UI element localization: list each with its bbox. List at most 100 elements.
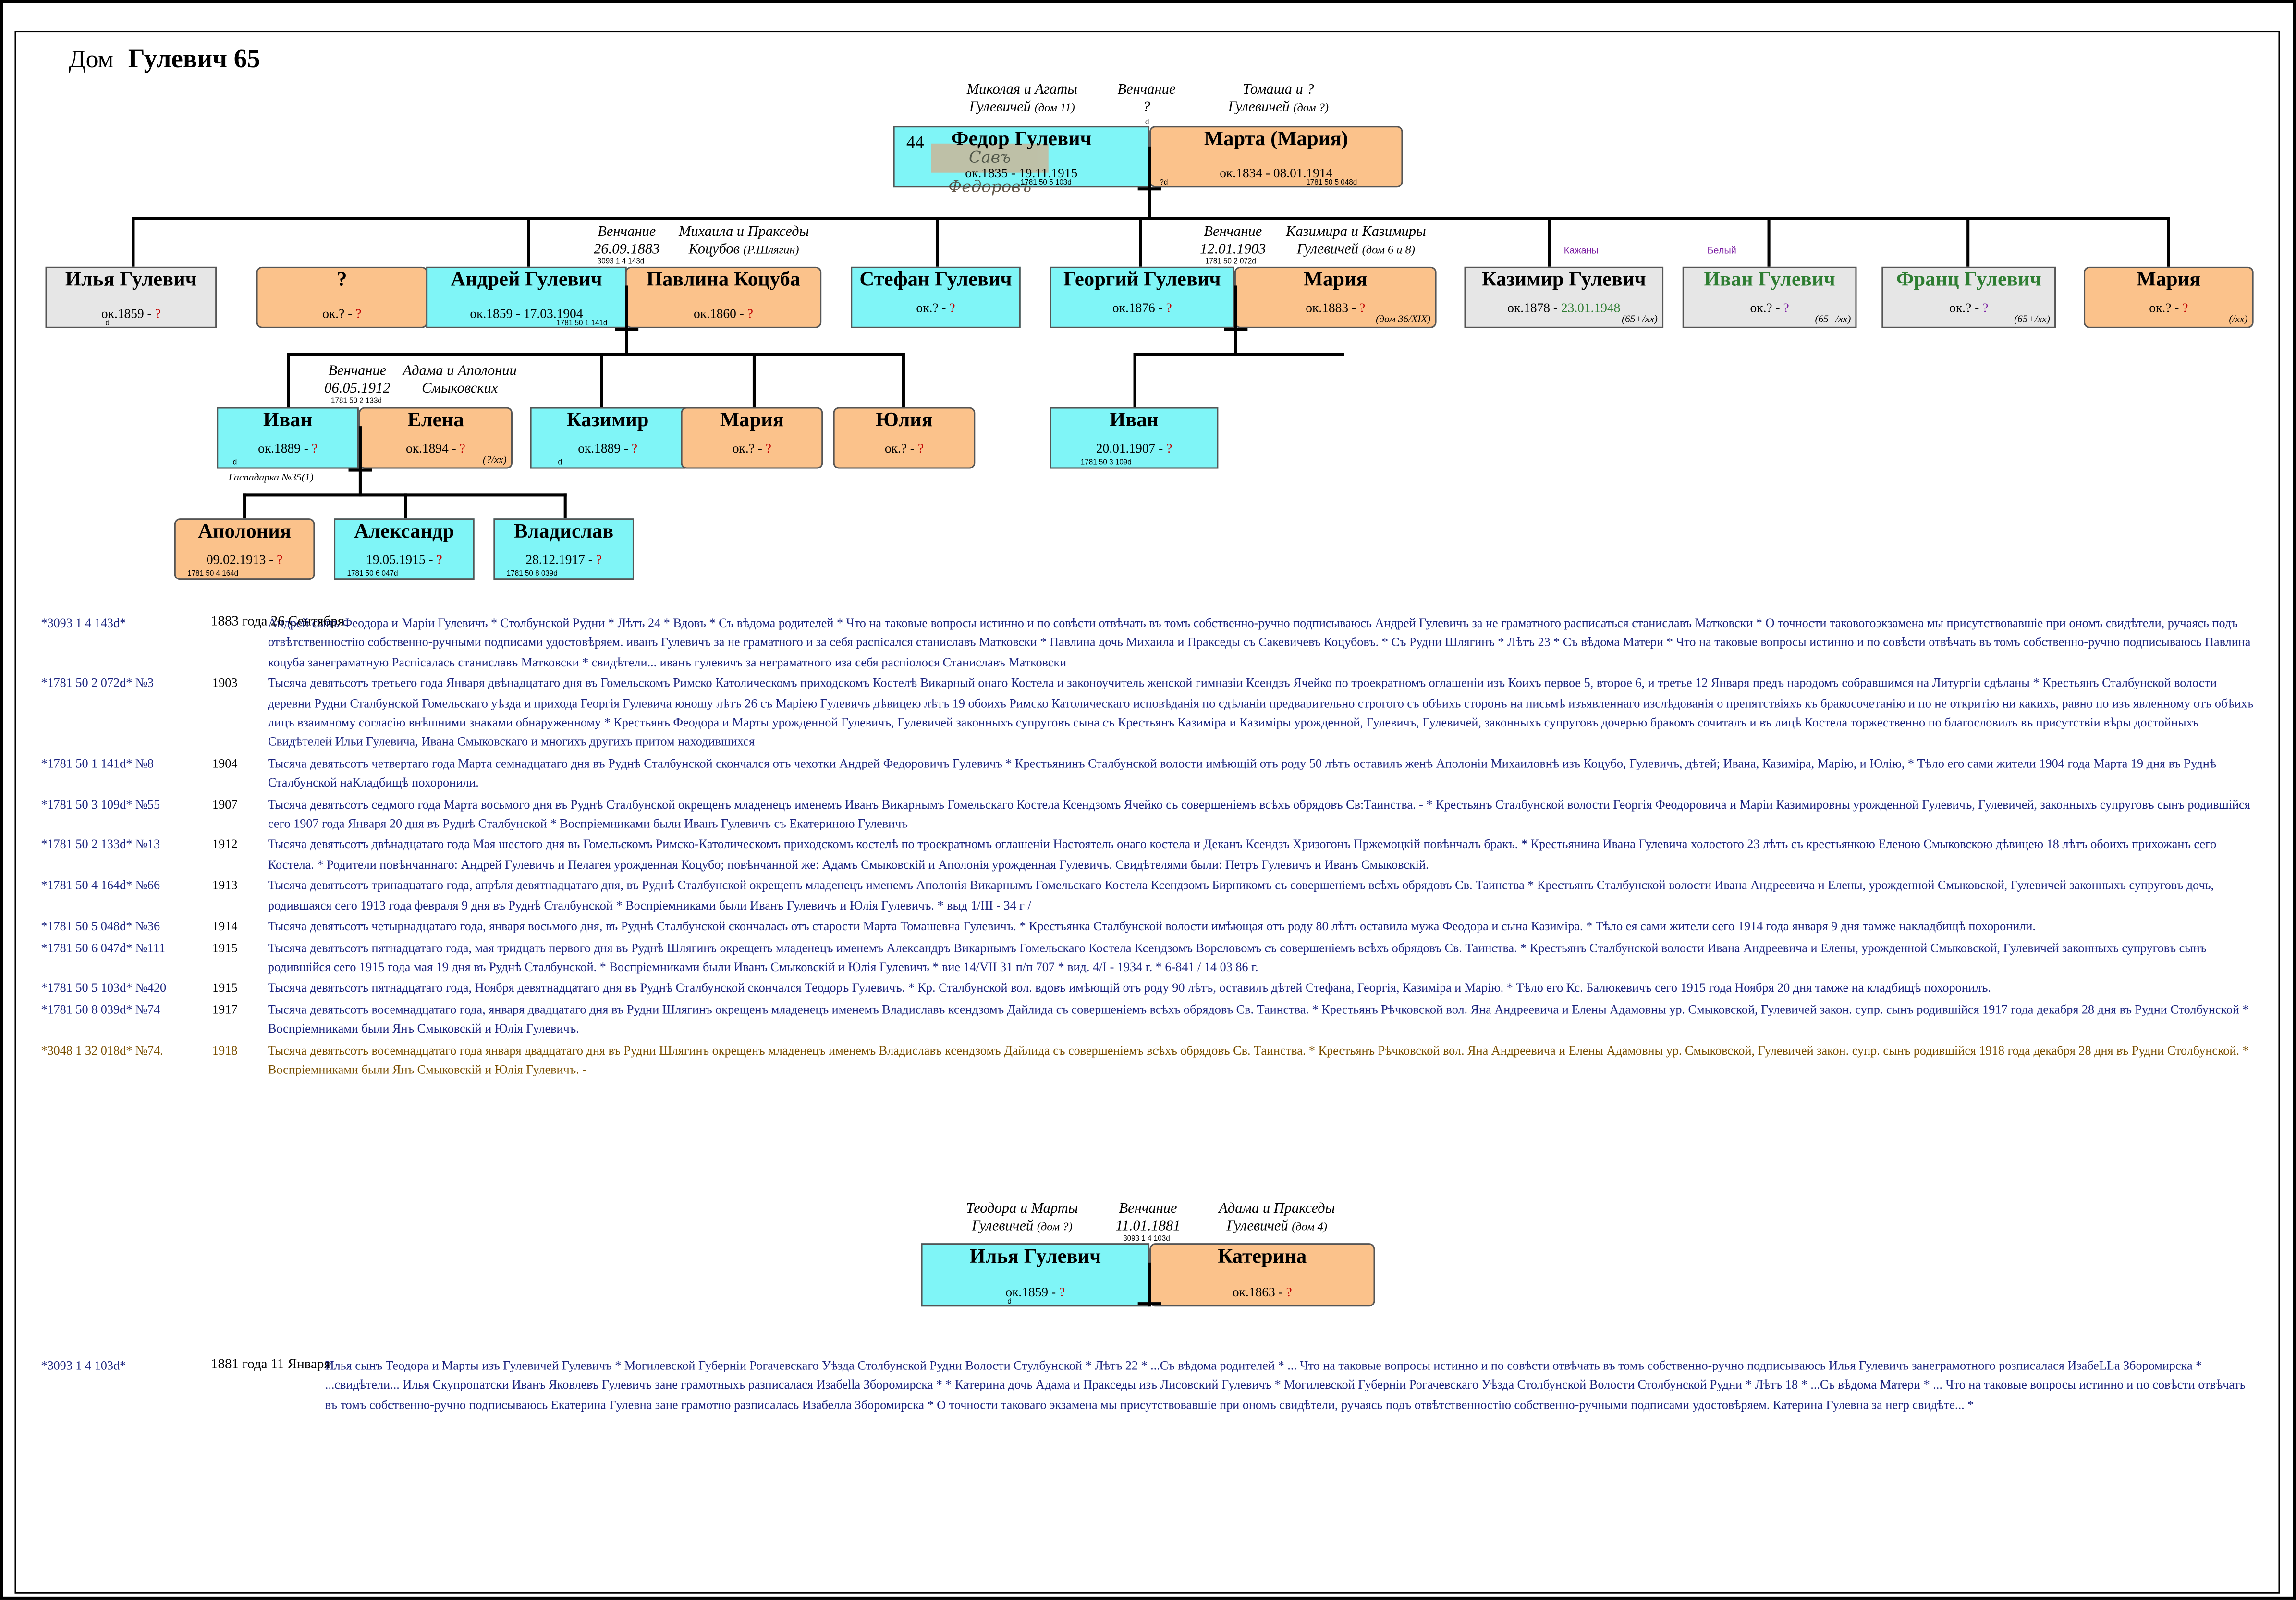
- connector: [348, 468, 372, 472]
- bottom-bride-parents-caption: Адама и Пракседы Гулевичей (дом 4): [1192, 1201, 1362, 1236]
- record-text: Тысяча девятьсотъ пятнадцатаго года, Ноя…: [268, 980, 1991, 995]
- person-dates: ок.? - ?: [683, 441, 822, 455]
- bottom-wedding-caption: Венчание 11.01.1881: [1104, 1201, 1192, 1236]
- record-id: *1781 50 1 141d* №8: [41, 755, 154, 771]
- dates-end: ?: [1166, 441, 1172, 456]
- person-fedor-gulevich[interactable]: Савъ Федоровъ 44 Федор Гулевич ок.1835 -…: [893, 126, 1150, 196]
- person-marta-maria[interactable]: Марта (Мария) ок.1834 - 08.01.1914 ?d 17…: [1149, 126, 1403, 188]
- person-dates: ок.1889 - ?: [218, 441, 357, 455]
- dates-end: ?: [155, 306, 161, 321]
- dates-start: 28.12.1917 -: [525, 552, 596, 567]
- pavlina-parents-line2: Коцубов: [688, 242, 740, 258]
- georgy-wedding-caption: Венчание 12.01.1903: [1189, 224, 1277, 259]
- ivan-wedding-date: 06.05.1912: [324, 381, 391, 397]
- person-vladislav[interactable]: Владислав 28.12.1917 - ? 1781 50 8 039d: [493, 518, 635, 580]
- record-year: 1881 года 11 Января: [210, 1357, 330, 1373]
- record-text: Тысяча девятьсотъ тринадцатаго года, апр…: [268, 877, 2214, 912]
- person-franz-gulevich[interactable]: Франц Гулевич ок.? - ? (65+/xx): [1881, 266, 2056, 328]
- place-tag-bely: Белый: [1707, 246, 1736, 257]
- record-id: *1781 50 8 039d* №74: [41, 1001, 160, 1016]
- person-dates: ок.1883 - ?: [1236, 300, 1435, 315]
- person-elena[interactable]: Елена ок.1894 - ? (?/xx): [358, 407, 513, 469]
- top-wedding-date: ?: [1143, 99, 1150, 116]
- maria-parents-line2: Гулевичей: [1296, 242, 1359, 258]
- person-ilya-gulevich[interactable]: Илья Гулевич ок.1859 - ? d: [45, 266, 217, 328]
- record-id: *3048 1 32 018d* №74.: [41, 1042, 163, 1057]
- record-text: Тысяча девятьсотъ восемнадцатаго года, я…: [268, 1001, 2249, 1036]
- bride-parents-line2: Гулевичей: [1228, 99, 1290, 116]
- dates-start: ок.1863 -: [1232, 1284, 1286, 1300]
- person-ivan-gulevich[interactable]: Иван Гулевич ок.? - ? (65+/xx): [1682, 266, 1857, 328]
- person-maria-spouse[interactable]: Мария ок.1883 - ? (дом 36/XIX): [1234, 266, 1437, 328]
- person-stefan-gulevich[interactable]: Стефан Гулевич ок.? - ?: [851, 266, 1021, 328]
- person-dates: ок.1835 - 19.11.1915: [965, 165, 1078, 180]
- person-kazimir-gulevich[interactable]: Казимир Гулевич ок.1878 - 23.01.1948 (65…: [1464, 266, 1664, 328]
- person-maria-daughter[interactable]: Мария ок.? - ? (/xx): [2084, 266, 2254, 328]
- person-ref: d: [558, 458, 562, 468]
- georgy-wedding-date: 12.01.1903: [1200, 242, 1266, 258]
- person-ivan-1907[interactable]: Иван 20.01.1907 - ? 1781 50 3 109d: [1050, 407, 1219, 469]
- person-dates: ок.1878 - 23.01.1948: [1466, 300, 1662, 315]
- connector: [243, 493, 246, 519]
- dates-end: ?: [1286, 1284, 1292, 1300]
- record-id: *3093 1 4 143d*: [41, 615, 126, 630]
- signature-text: Савъ Федоровъ: [948, 148, 1032, 197]
- person-kazimir-1889[interactable]: Казимир ок.1889 - ? d: [530, 407, 685, 469]
- dates-start: ок.1859 -: [101, 306, 155, 321]
- person-dates: ок.1889 - ?: [532, 441, 684, 455]
- connector: [600, 353, 603, 407]
- dates-start: ок.1859 -: [1005, 1284, 1060, 1300]
- record-year: 1915: [212, 939, 238, 955]
- person-name: Марта (Мария): [1204, 129, 1348, 151]
- dates-start: ок.1876 -: [1112, 300, 1166, 315]
- person-pavlina-kotsuba[interactable]: Павлина Коцуба ок.1860 - ?: [625, 266, 822, 328]
- person-maria-grandchild[interactable]: Мария ок.? - ?: [681, 407, 823, 469]
- record-text: Тысяча девятьсотъ четвертаго года Марта …: [268, 755, 2216, 790]
- person-ilya-gulevich-bottom[interactable]: Илья Гулевич ок.1859 - ? d: [921, 1243, 1150, 1307]
- dates-end: ?: [355, 306, 362, 321]
- person-ivan-1889[interactable]: Иван ок.1889 - ? d: [217, 407, 359, 469]
- record-id: *1781 50 4 164d* №66: [41, 877, 160, 893]
- person-name: Аполония: [198, 521, 291, 543]
- dates-end: ?: [747, 306, 753, 321]
- person-ref: 1781 50 3 109d: [1080, 458, 1132, 468]
- dates-end: ?: [631, 441, 638, 456]
- page-frame: [14, 31, 2280, 1594]
- person-katerina[interactable]: Катерина ок.1863 - ?: [1149, 1243, 1375, 1307]
- person-dates: 09.02.1913 - ?: [176, 552, 314, 566]
- elena-parents-caption: Адама и Аполонии Смыковских: [390, 363, 530, 398]
- dates-end: ?: [277, 552, 283, 567]
- person-aleksandr[interactable]: Александр 19.05.1915 - ? 1781 50 6 047d: [334, 518, 475, 580]
- bottom-wedding-ref: 3093 1 4 103d: [1123, 1234, 1170, 1244]
- person-ref: d: [105, 319, 110, 328]
- person-yulia[interactable]: Юлия ок.? - ?: [833, 407, 976, 469]
- ivan-wedding-label: Венчание: [328, 363, 387, 380]
- person-dates: ок.1859 - 17.03.1904: [427, 306, 625, 320]
- person-georgy-gulevich[interactable]: Георгий Гулевич ок.1876 - ?: [1050, 266, 1234, 328]
- connector: [1137, 1302, 1161, 1305]
- person-unknown-spouse[interactable]: ? ок.? - ?: [256, 266, 428, 328]
- person-name: Казимир Гулевич: [1481, 269, 1646, 292]
- person-dates: 19.05.1915 - ?: [335, 552, 473, 566]
- person-ref: 1781 50 4 164d: [187, 569, 239, 579]
- gaspadarka-note: Гаспадарка №35(1): [228, 471, 314, 484]
- person-dates: 20.01.1907 - ?: [1051, 441, 1217, 455]
- dates-start: ок.? -: [916, 300, 950, 315]
- dates-end: ?: [2182, 300, 2188, 315]
- bride-parents-house: (дом ?): [1293, 101, 1329, 114]
- person-andrey-gulevich[interactable]: Андрей Гулевич ок.1859 - 17.03.1904 1781…: [426, 266, 627, 328]
- dates-start: ок.1860 -: [694, 306, 747, 321]
- record-text: Тысяча девятьсотъ двѣнадцатаго года Мая …: [268, 837, 2217, 872]
- person-apolonia[interactable]: Аполония 09.02.1913 - ? 1781 50 4 164d: [174, 518, 315, 580]
- connector: [1767, 217, 1771, 267]
- person-dates: ок.? - ?: [2085, 300, 2252, 315]
- person-name: ?: [337, 269, 347, 292]
- record-year: 1915: [212, 980, 238, 995]
